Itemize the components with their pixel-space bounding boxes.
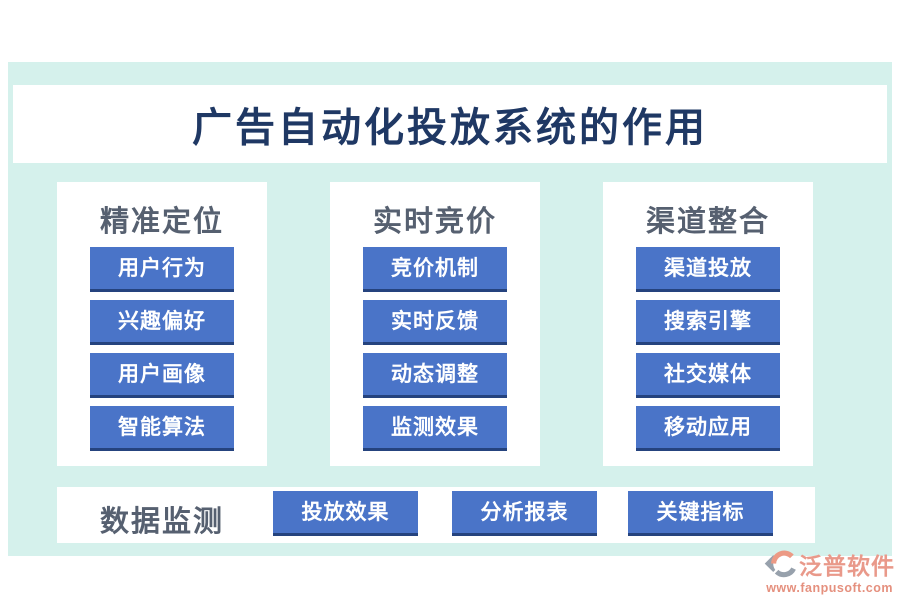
feature-box: 监测效果: [363, 406, 507, 451]
feature-box: 动态调整: [363, 353, 507, 398]
page-title: 广告自动化投放系统的作用: [192, 105, 708, 150]
feature-box: 社交媒体: [636, 353, 780, 398]
fanpu-logo-icon: [764, 550, 796, 578]
feature-box: 用户画像: [90, 353, 234, 398]
feature-box: 关键指标: [628, 491, 773, 536]
feature-box: 分析报表: [452, 491, 597, 536]
feature-box: 移动应用: [636, 406, 780, 451]
feature-box: 竞价机制: [363, 247, 507, 292]
feature-box: 智能算法: [90, 406, 234, 451]
feature-box: 搜索引擎: [636, 300, 780, 345]
title-band: 广告自动化投放系统的作用: [13, 85, 887, 163]
bottom-bar-label: 数据监测: [99, 506, 224, 538]
column-header-bidding: 实时竞价: [372, 206, 497, 238]
brand-logo: 泛普软件 www.fanpusoft.com: [763, 547, 895, 595]
brand-name: 泛普软件: [799, 554, 895, 579]
column-card-targeting: 精准定位 用户行为 兴趣偏好 用户画像 智能算法: [57, 182, 267, 466]
feature-box: 实时反馈: [363, 300, 507, 345]
column-header-targeting: 精准定位: [99, 206, 224, 238]
column-card-bidding: 实时竞价 竞价机制 实时反馈 动态调整 监测效果: [330, 182, 540, 466]
feature-box: 兴趣偏好: [90, 300, 234, 345]
bottom-bar: 数据监测 投放效果 分析报表 关键指标: [57, 487, 815, 543]
feature-box: 投放效果: [273, 491, 418, 536]
column-header-channels: 渠道整合: [645, 206, 770, 238]
column-card-channels: 渠道整合 渠道投放 搜索引擎 社交媒体 移动应用: [603, 182, 813, 466]
feature-box: 渠道投放: [636, 247, 780, 292]
mint-panel: 广告自动化投放系统的作用 精准定位 用户行为 兴趣偏好 用户画像 智能算法 实时…: [8, 62, 892, 556]
feature-box: 用户行为: [90, 247, 234, 292]
brand-url: www.fanpusoft.com: [766, 581, 893, 595]
